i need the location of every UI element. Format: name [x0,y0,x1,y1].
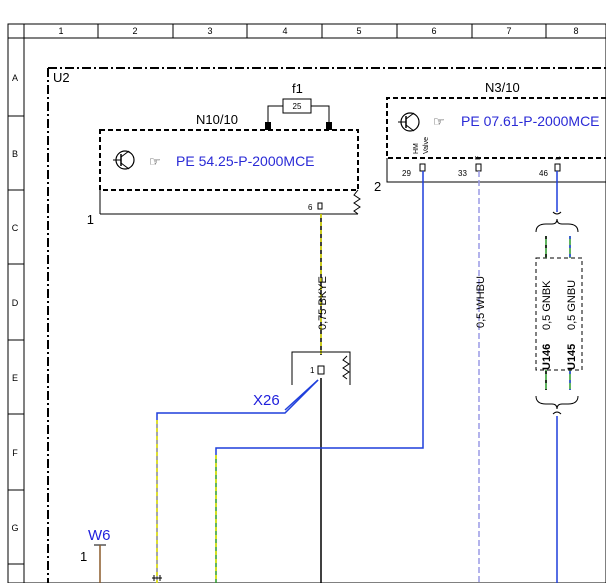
wire-label-gnbu: 0,5 GNBU [566,280,578,330]
row-label-b: B [12,149,18,159]
n10-reference-link[interactable]: PE 54.25-P-2000MCE [176,153,315,169]
x26-pin-1: 1 [310,366,315,375]
u2-label: U2 [53,70,70,85]
column-label-8: 8 [573,26,578,36]
pointing-hand-icon: ☞ [149,154,161,169]
svg-text:☞: ☞ [149,154,161,169]
marker-1-n10: 1 [87,212,94,227]
wire-label-gnbk: 0,5 GNBK [541,280,553,330]
marker-1-w6: 1 [80,549,87,564]
n10-label: N10/10 [196,112,238,127]
n3-reference-link[interactable]: PE 07.61-P-2000MCE [461,113,600,129]
fuse-value: 25 [293,102,302,111]
column-label-1: 1 [58,26,63,36]
n3-label: N3/10 [485,80,520,95]
column-label-6: 6 [431,26,436,36]
row-label-a: A [12,73,18,83]
ground-w6 [94,544,106,583]
u2-boundary [47,67,606,583]
transistor-icon [398,112,420,132]
wire-label-whbu: 0,5 WHBU [475,276,487,328]
n3-label-hm: HM [413,143,420,154]
marker-2-n3: 2 [374,179,381,194]
column-label-5: 5 [356,26,361,36]
wire-label-u145: U145 [566,344,578,370]
svg-text:☞: ☞ [433,114,445,129]
n3-label-f: F [475,156,482,160]
w6-label: W6 [88,527,111,544]
wire-n3-pin29 [215,171,424,583]
pointing-hand-icon: ☞ [433,114,445,129]
wire-label-bkye: 0,75 BKYE [317,276,329,330]
n3-label-l: L [555,156,562,160]
connector-x26: 1 [291,351,351,385]
column-label-4: 4 [282,26,287,36]
row-label-c: C [12,223,19,233]
n3-label-valve: Valve [423,137,430,154]
transistor-icon [113,150,135,170]
column-label-2: 2 [132,26,137,36]
fuse-f1: f1 25 [265,81,332,130]
wire-label-u146: U146 [541,344,553,370]
n3-pin-33: 33 [458,169,467,178]
n10-module: N10/10 ☞ PE 54.25-P-2000MCE 1 6 [87,112,361,227]
wire-blue-left [156,379,319,583]
column-label-7: 7 [506,26,511,36]
column-label-3: 3 [207,26,212,36]
n3-module: N3/10 2 ☞ PE 07.61-P-2000MCE HM Valve F … [374,80,606,194]
n3-pin-46: 46 [539,169,548,178]
n10-pin-6: 6 [308,203,313,212]
row-label-e: E [12,373,18,383]
row-label-f: F [12,448,18,458]
row-label-d: D [12,298,19,308]
fuse-label: f1 [292,81,303,96]
frame-border [7,23,606,583]
x26-label: X26 [253,392,280,409]
row-label-g: G [11,523,18,533]
n3-pin-29: 29 [402,169,411,178]
wire-pin46 [535,171,583,583]
bottom-pins [152,575,162,581]
